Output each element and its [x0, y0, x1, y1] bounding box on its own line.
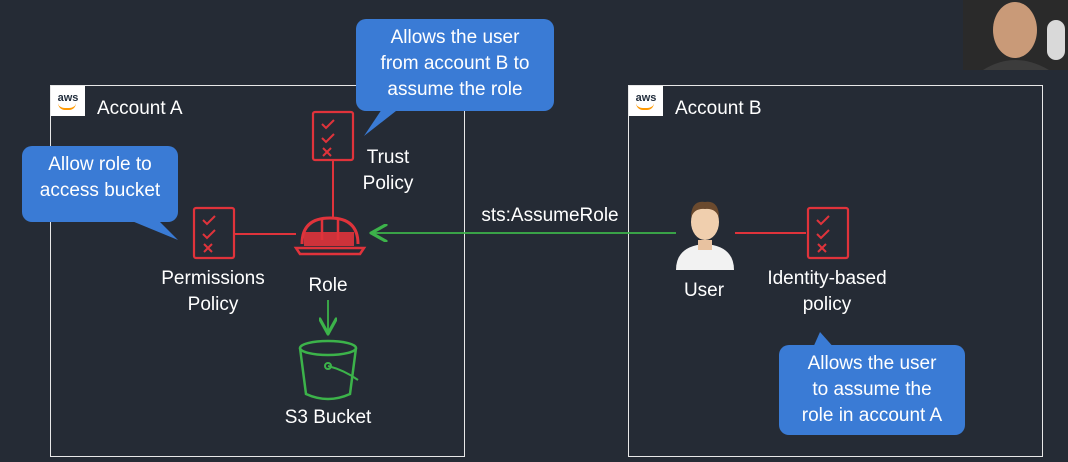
account-a-box: aws Account A — [50, 85, 465, 457]
policy-document-icon — [311, 110, 355, 162]
user-label: User — [683, 280, 725, 301]
webcam-presenter — [963, 0, 1068, 70]
account-b-title: Account B — [675, 98, 762, 119]
presenter-silhouette-icon — [963, 0, 1068, 70]
policy-document-icon — [192, 206, 236, 260]
account-a-title: Account A — [97, 98, 183, 119]
aws-logo-icon: aws — [629, 86, 663, 116]
assume-role-edge-label: sts:AssumeRole — [481, 205, 619, 226]
identity-callout: Allows the user to assume the role in ac… — [779, 345, 965, 435]
identity-policy-label: Identity-based policy — [767, 268, 887, 315]
trust-policy-label: Trust Policy — [362, 147, 414, 194]
trust-callout: Allows the user from account B to assume… — [356, 19, 554, 111]
account-b-box: aws Account B — [628, 85, 1043, 457]
hard-hat-icon — [293, 216, 367, 256]
bucket-icon — [298, 339, 359, 401]
permissions-policy-label: Permissions Policy — [161, 268, 265, 315]
permissions-callout: Allow role to access bucket — [22, 146, 178, 222]
policy-document-icon — [806, 206, 850, 260]
role-label: Role — [308, 275, 348, 296]
aws-logo-icon: aws — [51, 86, 85, 116]
user-icon — [676, 201, 734, 270]
s3-bucket-label: S3 Bucket — [284, 407, 372, 428]
